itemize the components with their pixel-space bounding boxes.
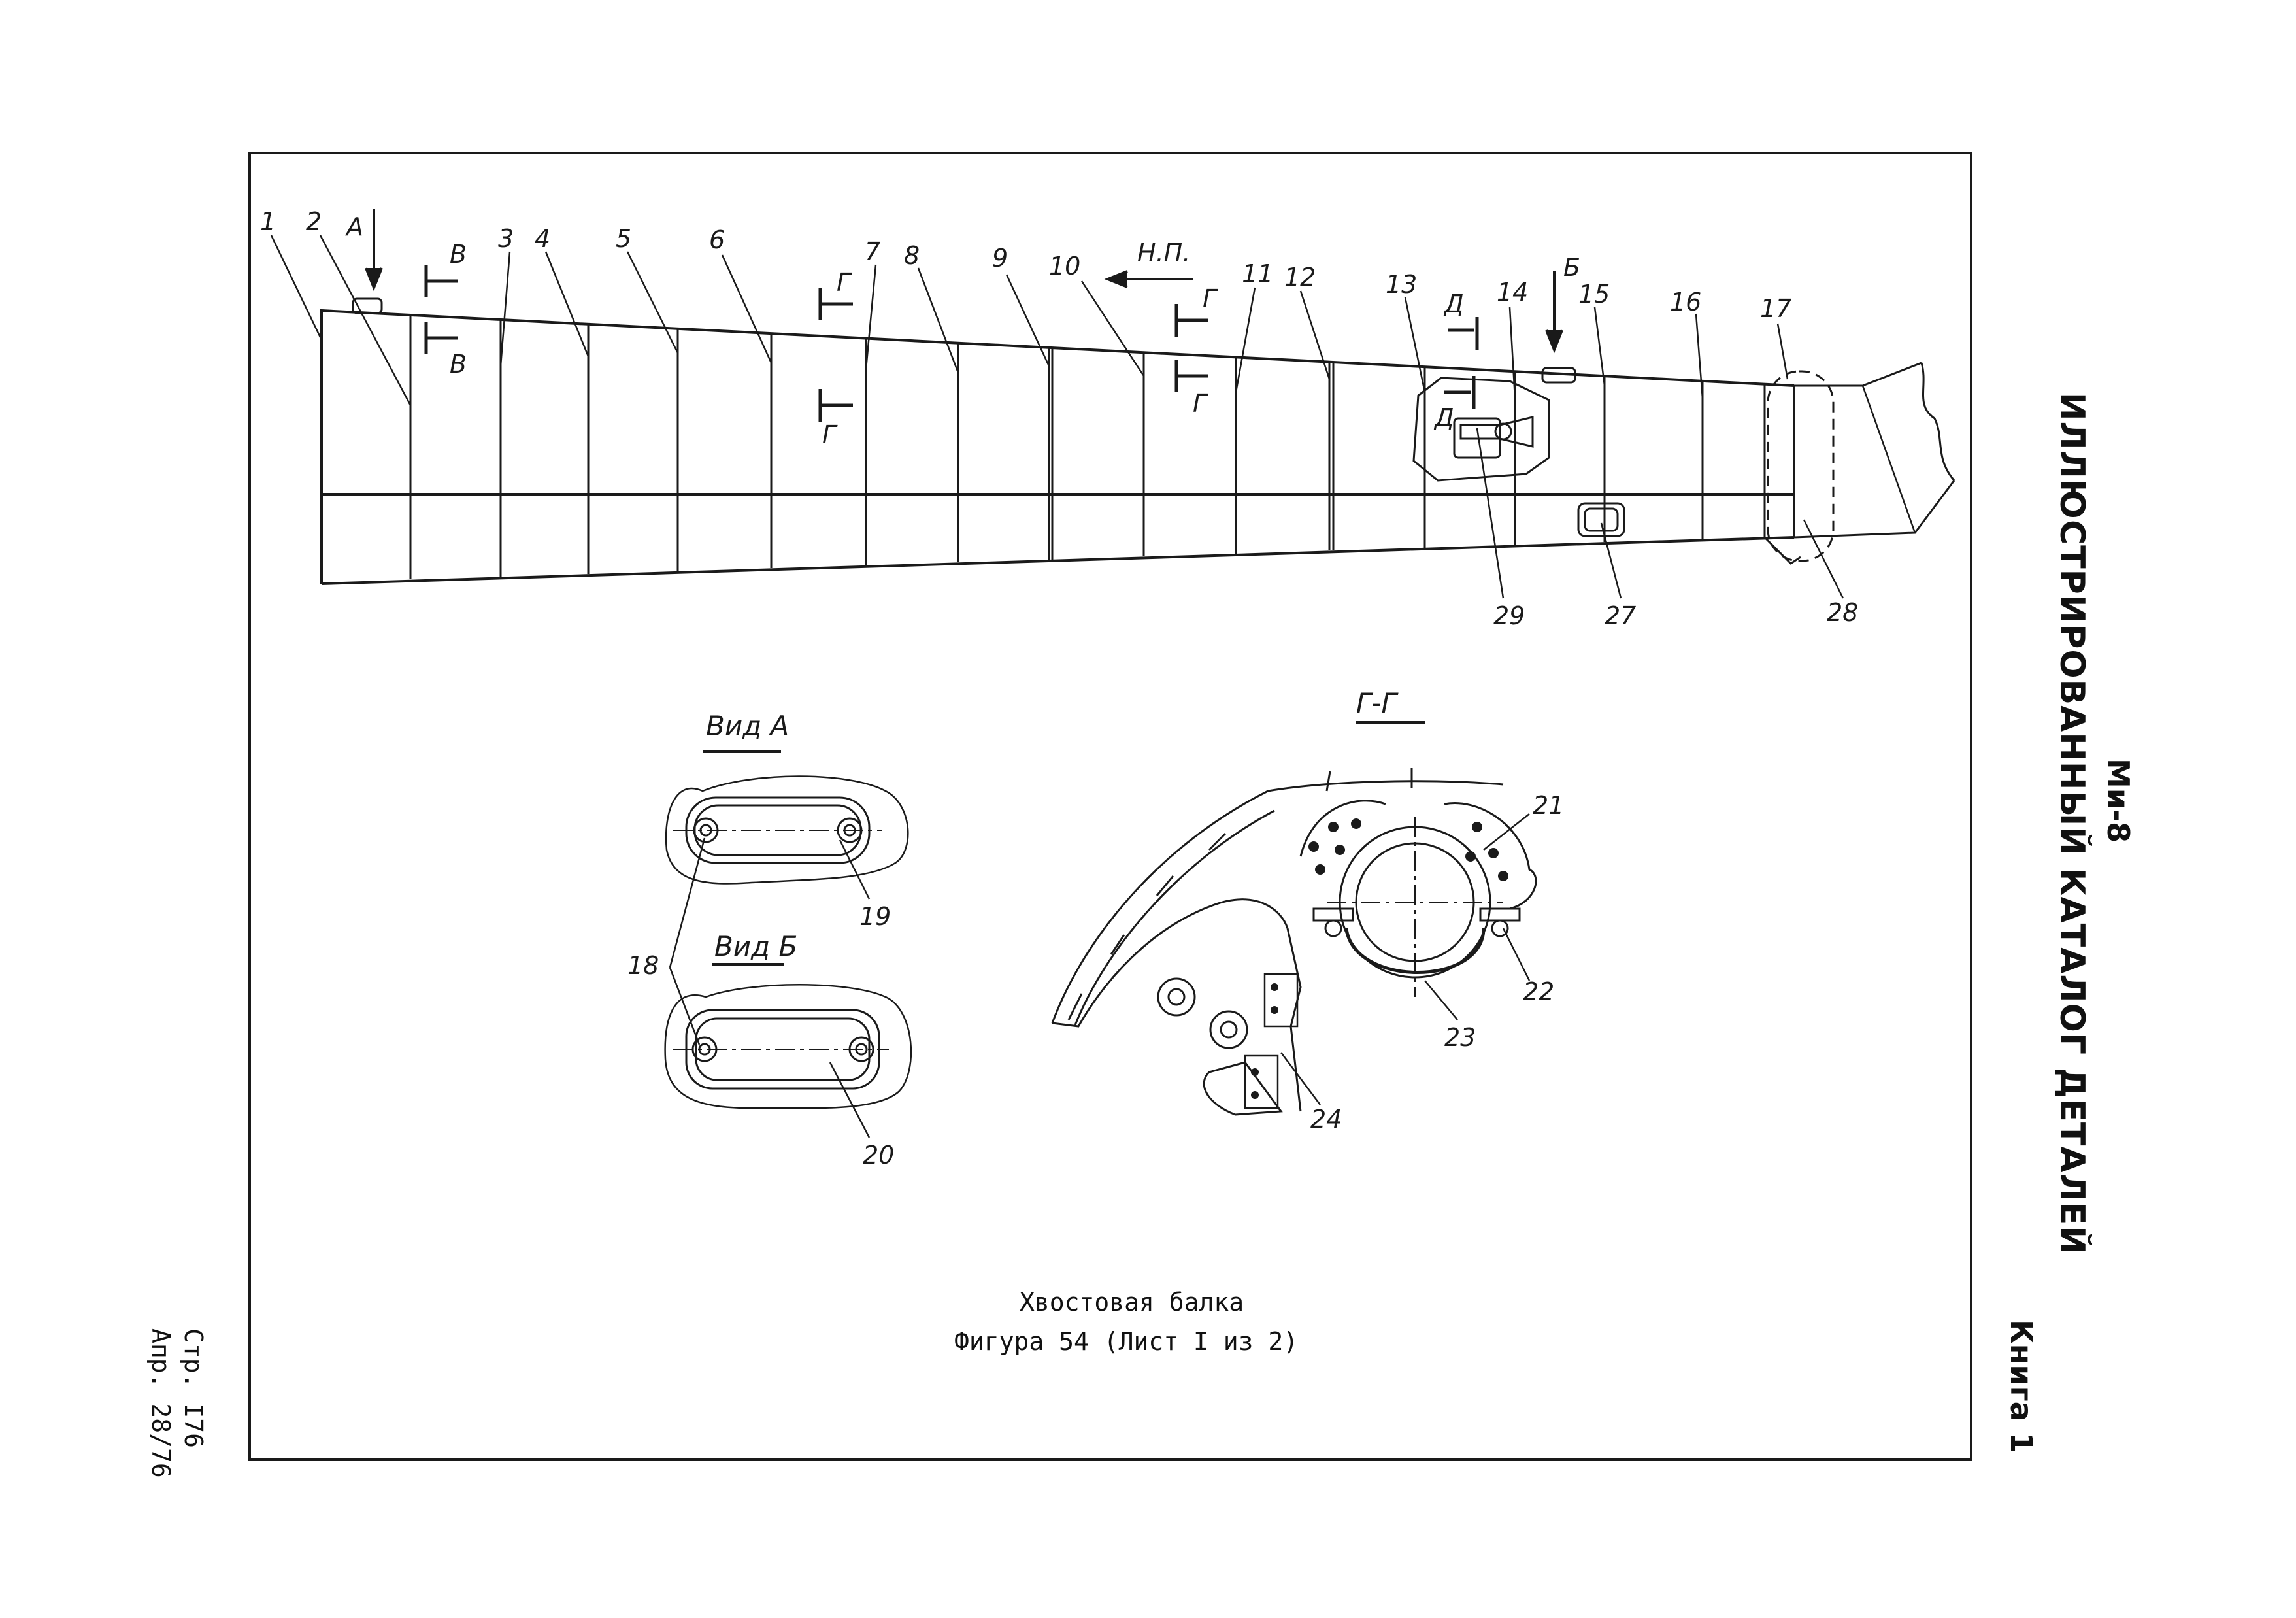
section-g-title: Г-Г xyxy=(1356,687,1399,719)
sec-d-bottom: Д xyxy=(1433,403,1454,432)
arrow-b-label: Б xyxy=(1563,253,1580,282)
figure-caption-sheet: Фигура 54 (Лист I из 2) xyxy=(954,1327,1299,1356)
np-label: Н.П. xyxy=(1137,239,1190,267)
callout-4: 4 xyxy=(535,224,550,253)
arrow-a-label: А xyxy=(344,212,363,241)
callout-10: 10 xyxy=(1049,252,1080,280)
drawing-frame xyxy=(248,152,1972,1461)
catalog-title: ИЛЛЮСТРИРОВАННЫЙ КАТАЛОГ ДЕТАЛЕЙ xyxy=(2052,392,2091,1255)
callout-14: 14 xyxy=(1497,278,1528,307)
callout-19: 19 xyxy=(859,902,891,931)
callout-9: 9 xyxy=(992,244,1008,273)
callout-24: 24 xyxy=(1310,1105,1342,1134)
callout-23: 23 xyxy=(1444,1023,1476,1052)
view-b-detail xyxy=(664,837,912,1138)
callout-7: 7 xyxy=(865,237,880,266)
sec-g-top-2: Г xyxy=(1203,284,1218,313)
callout-1: 1 xyxy=(260,207,276,236)
view-b-title: Вид Б xyxy=(714,930,797,962)
section-g-g xyxy=(1051,721,1537,1116)
sec-v-bottom: В xyxy=(450,350,467,379)
callout-2: 2 xyxy=(306,207,322,236)
callout-15: 15 xyxy=(1578,280,1610,309)
page-number: Стр. I76 xyxy=(179,1328,208,1449)
sec-g-top-1: Г xyxy=(837,268,852,297)
view-a-title: Вид А xyxy=(706,710,789,742)
callout-28: 28 xyxy=(1827,598,1858,627)
tail-boom-side-view xyxy=(270,209,1955,599)
callout-16: 16 xyxy=(1670,288,1701,316)
callout-20: 20 xyxy=(863,1141,894,1170)
callout-22: 22 xyxy=(1523,977,1554,1006)
callout-29: 29 xyxy=(1493,601,1525,630)
callout-8: 8 xyxy=(904,241,920,270)
page-date: Апр. 28/76 xyxy=(146,1328,175,1478)
sec-d-top: Д xyxy=(1443,290,1464,318)
callout-13: 13 xyxy=(1386,270,1417,299)
sec-g-bottom-1: Г xyxy=(822,420,838,449)
sec-v-top: В xyxy=(450,240,467,269)
figure-caption-title: Хвостовая балка xyxy=(1020,1288,1244,1317)
sec-g-bottom-2: Г xyxy=(1193,389,1208,418)
callout-6: 6 xyxy=(709,226,725,254)
callout-21: 21 xyxy=(1533,791,1564,820)
callout-18: 18 xyxy=(627,951,659,980)
book-label: Книга 1 xyxy=(2004,1319,2039,1453)
callout-12: 12 xyxy=(1284,263,1316,292)
callout-3: 3 xyxy=(498,224,514,253)
callout-5: 5 xyxy=(616,224,631,253)
callout-17: 17 xyxy=(1760,294,1791,323)
callout-27: 27 xyxy=(1605,601,1636,630)
view-a-detail xyxy=(665,750,909,900)
model-title: Ми-8 xyxy=(2101,758,2136,843)
callout-11: 11 xyxy=(1242,260,1273,288)
